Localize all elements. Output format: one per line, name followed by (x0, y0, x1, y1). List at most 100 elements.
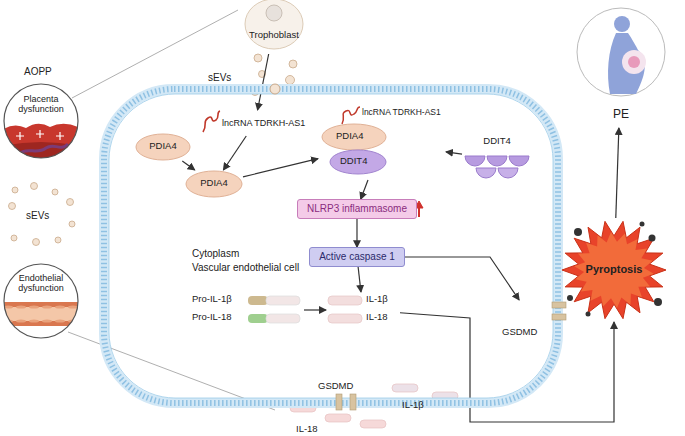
vesicle (67, 199, 74, 206)
vesicle (289, 60, 297, 68)
cytokine-group: IL-1βIL-18 (326, 292, 400, 328)
shape-outline (318, 106, 446, 180)
lesion (16, 132, 24, 140)
circle-outline (4, 84, 78, 158)
connector-arrow (243, 159, 318, 177)
figure-head (614, 16, 630, 32)
node-text: Trophoblast (243, 30, 305, 41)
membrane-outer (104, 89, 558, 403)
belly (622, 50, 646, 74)
node-text: IL-18 (366, 312, 388, 323)
connector-arrow (616, 128, 619, 218)
node-text: Cytoplasm (192, 248, 239, 260)
shape-outline (243, 0, 305, 54)
endothelial-cell-mark (16, 319, 26, 322)
cell-fragment (649, 235, 656, 242)
circle-content (2, 302, 80, 326)
rna-squiggle (203, 111, 220, 132)
protein-blob: PDIA4 (135, 133, 191, 161)
cell-fragment (574, 228, 582, 236)
rna-squiggle (342, 107, 360, 124)
node-text: Pyroptosis (558, 263, 670, 276)
cytokine-domain (266, 314, 300, 323)
connector-arrow (223, 136, 246, 170)
connector-arrow (405, 257, 519, 300)
placenta-base (2, 142, 80, 160)
node-text: Endothelial dysfunction (11, 273, 71, 294)
lesion (36, 130, 44, 138)
node-text: IL-1β (366, 294, 388, 305)
vesicle (286, 76, 295, 85)
precursor-group: Pro-IL-1βPro-IL-18 (192, 292, 304, 328)
node-text: PDIA4 (135, 141, 191, 152)
vesicle (9, 203, 16, 210)
lesion (56, 132, 64, 140)
protein-shape (186, 171, 242, 197)
protein-shape (498, 168, 518, 178)
cytokine-shape (328, 314, 362, 323)
endothelial-cell-mark (16, 305, 26, 308)
endothelial-cell-mark (55, 319, 65, 322)
pore-protein: GSDMD (500, 300, 568, 344)
vessel-wall (2, 302, 80, 326)
label-text: IL-1β (402, 400, 424, 411)
pore (350, 394, 356, 410)
label-text: IL-18 (296, 424, 318, 435)
shape-outline (500, 300, 568, 344)
node-text: PDIA4 (185, 178, 243, 189)
vesicle (11, 235, 17, 241)
pore (552, 314, 566, 320)
fusing-vesicle (270, 84, 280, 94)
node-text: DDIT4 (340, 156, 367, 167)
label-text: sEVs (26, 210, 49, 222)
pore (336, 394, 342, 410)
protein-complex: lncRNA TDRKH-AS1PDIA4DDIT4 (318, 106, 446, 180)
cytokine (325, 414, 351, 422)
process-box: Active caspase 1 (309, 247, 405, 267)
rna-strand: lncRNA TDRKH-AS1 (200, 110, 310, 136)
connector-arrow (361, 180, 368, 199)
cytokine-domain (266, 296, 300, 305)
fetus (628, 56, 640, 68)
circle-outline (4, 264, 78, 338)
circle-outline (577, 8, 665, 96)
vesicle (31, 183, 38, 190)
connector-arrow (182, 161, 194, 170)
connector-arrow (446, 152, 462, 154)
process-box: NLRP3 inflammasome (297, 199, 417, 219)
precursor-domain (248, 314, 268, 323)
node-text: Placenta dysfunction (11, 94, 71, 115)
precursor-domain (248, 296, 268, 305)
protein-blob: PDIA4 (185, 170, 243, 198)
vessel-circle: Endothelial dysfunction (2, 262, 80, 340)
pyroptosis-burst: Pyroptosis (558, 218, 670, 322)
cell-fragment (640, 222, 645, 227)
protein-shape (509, 156, 529, 166)
endothelial-cell-mark (68, 305, 78, 308)
endothelial-cell: PDIA4 lncRNA TDRKH-AS1PDIA4 lncRNA TDRKH-A… (100, 85, 562, 407)
node-text: lncRNA TDRKH-AS1 (222, 118, 305, 128)
pore (552, 302, 566, 308)
vesicle (254, 54, 262, 62)
vesicle (33, 239, 40, 246)
placenta-circle: Placenta dysfunction (2, 82, 80, 160)
shape-outline (326, 292, 400, 328)
endothelial-cell-mark (3, 319, 13, 322)
vesicle (55, 237, 61, 243)
pregnancy-circle: PE (574, 4, 668, 128)
connector-arrow (304, 309, 326, 310)
connector-arrow (356, 219, 357, 248)
node-text: NLRP3 inflammasome (307, 203, 407, 215)
node-text: GSDMD (502, 327, 537, 338)
vesicle (52, 189, 58, 195)
cell-fragment (654, 298, 662, 306)
protein-group: DDIT4 (462, 136, 532, 182)
endothelial-cell-mark (42, 319, 52, 322)
shape-outline (2, 82, 80, 160)
node-text: Pro-IL-18 (192, 312, 232, 323)
node-text: Pro-IL-1β (192, 294, 232, 305)
umbilical-cord (16, 144, 68, 158)
node-text: PE (574, 108, 668, 122)
membrane-inner (109, 94, 553, 398)
